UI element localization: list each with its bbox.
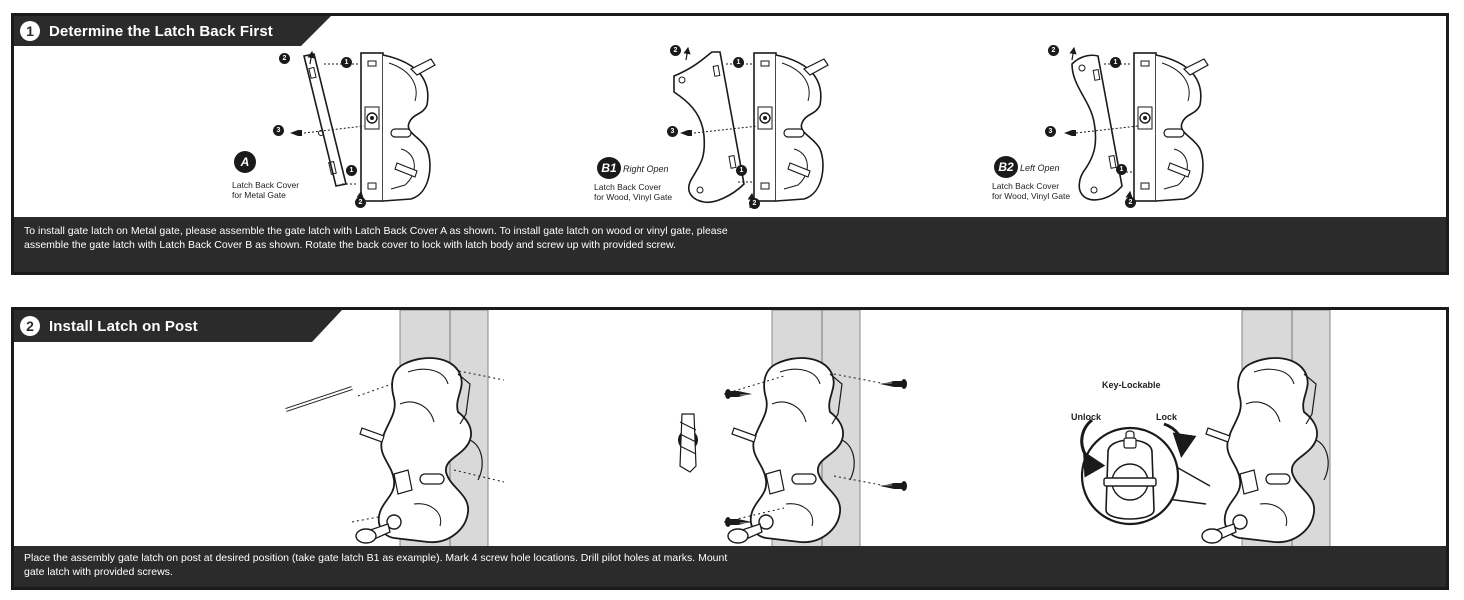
step-2-title: Install Latch on Post [49, 317, 198, 335]
callout-3: 3 [1045, 126, 1056, 137]
callout-2: 2 [355, 197, 366, 208]
step-1-number: 1 [20, 21, 40, 41]
cover-b1-badge: B1 [597, 157, 621, 179]
unlock-label: Unlock [1071, 412, 1102, 422]
step-1-caption: To install gate latch on Metal gate, ple… [14, 217, 1446, 272]
step-2-panel: Key-Lockable Unlock Lock 2 Install Latch… [11, 307, 1449, 590]
cover-a-label: Latch Back Cover for Metal Gate [232, 180, 300, 200]
callout-1: 1 [1110, 57, 1121, 68]
callout-2: 2 [1048, 45, 1059, 56]
cover-b2-label: Latch Back Cover for Wood, Vinyl Gate [992, 181, 1071, 201]
callout-3: 3 [667, 126, 678, 137]
cover-b1-label: Latch Back Cover for Wood, Vinyl Gate [594, 182, 673, 202]
callout-1: 1 [341, 57, 352, 68]
callout-2: 2 [279, 53, 290, 64]
cover-b1-diagram [673, 46, 829, 209]
cover-b1-direction: Right Open [623, 164, 669, 174]
callout-2: 2 [749, 198, 760, 209]
step-1-panel: 1 Determine the Latch Back First [11, 13, 1449, 275]
callout-1: 1 [733, 57, 744, 68]
step-2-number: 2 [20, 316, 40, 336]
key-lockable-label: Key-Lockable [1102, 380, 1161, 390]
post-2 [678, 310, 908, 550]
post-1 [285, 310, 505, 550]
cover-b2-diagram [1064, 46, 1209, 207]
callout-2: 2 [670, 45, 681, 56]
cover-a-diagram [290, 50, 436, 207]
lock-label: Lock [1156, 412, 1178, 422]
cover-b2-direction: Left Open [1020, 163, 1060, 173]
callout-1: 1 [736, 165, 747, 176]
post-3 [1080, 310, 1331, 550]
step-1-title: Determine the Latch Back First [49, 22, 273, 40]
step-1-header: 1 Determine the Latch Back First [14, 16, 331, 46]
cover-b2-badge: B2 [994, 156, 1018, 178]
step-2-caption-text: Place the assembly gate latch on post at… [24, 552, 728, 578]
callout-3: 3 [273, 125, 284, 136]
step-2-caption: Place the assembly gate latch on post at… [14, 546, 1446, 587]
callout-2: 2 [1125, 197, 1136, 208]
step-1-illustration [290, 46, 1209, 209]
callout-1: 1 [346, 165, 357, 176]
cover-a-badge: A [234, 151, 256, 173]
step-2-header: 2 Install Latch on Post [14, 310, 342, 342]
step-1-caption-text: To install gate latch on Metal gate, ple… [24, 225, 728, 251]
callout-1: 1 [1116, 164, 1127, 175]
step-2-illustration [285, 310, 1331, 550]
